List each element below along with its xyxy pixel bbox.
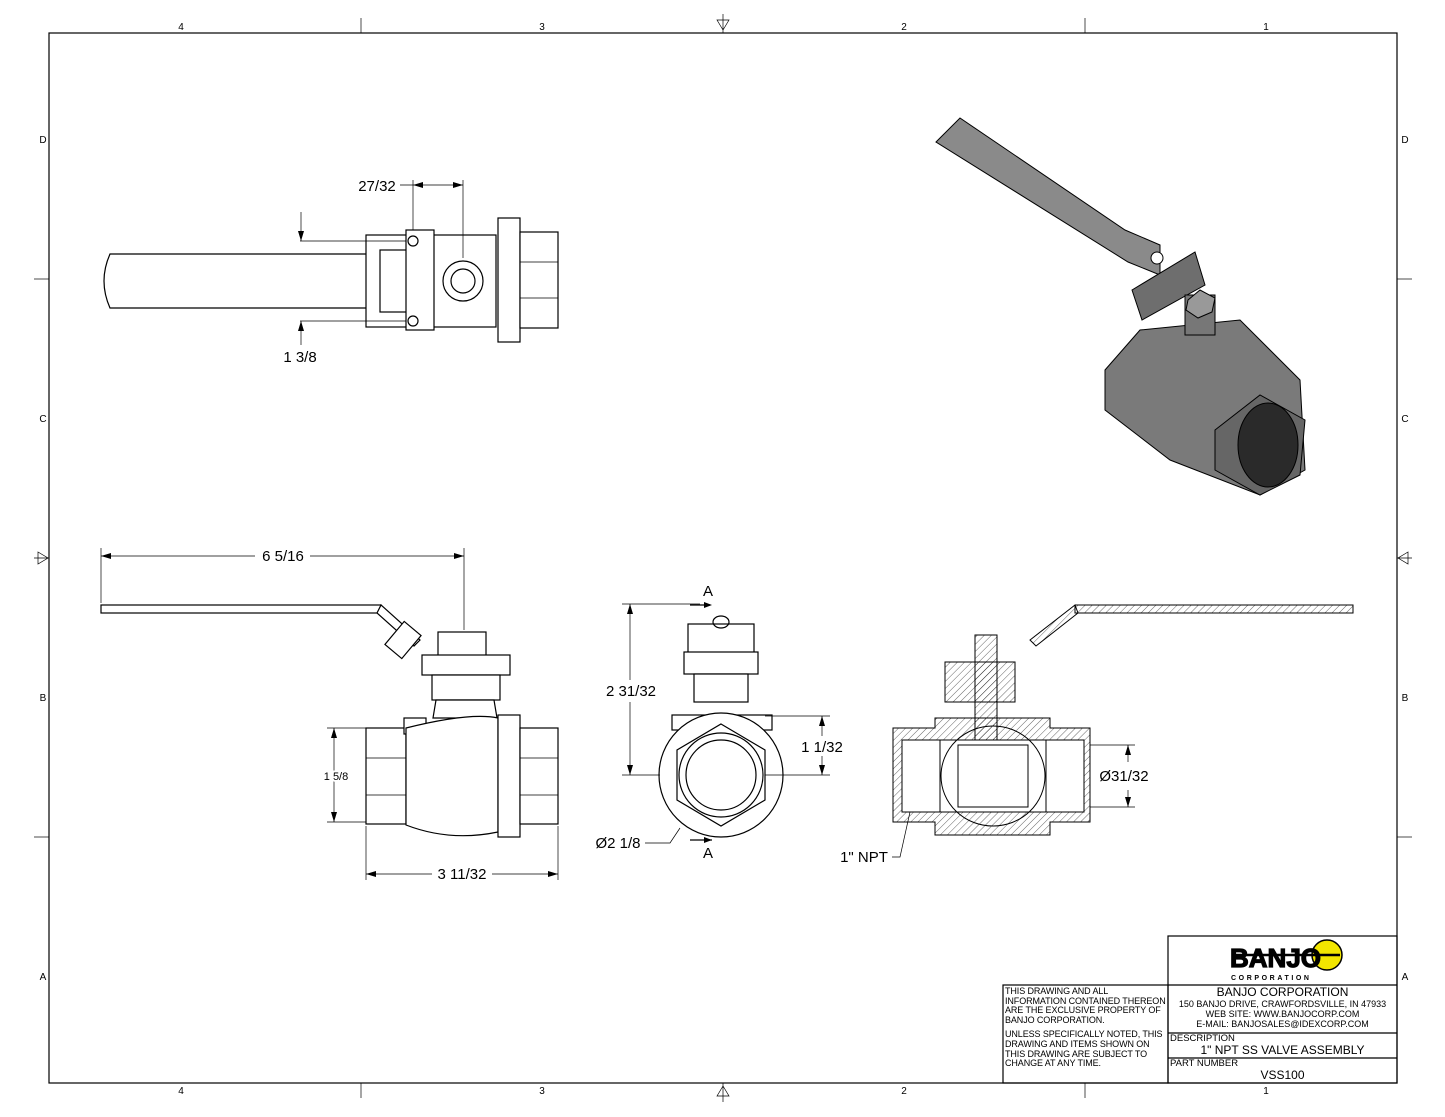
notices: THIS DRAWING AND ALL INFORMATION CONTAIN… <box>1005 986 1167 1069</box>
change-notice: UNLESS SPECIFICALLY NOTED, THIS DRAWING … <box>1005 1029 1163 1069</box>
ownership-notice: THIS DRAWING AND ALL INFORMATION CONTAIN… <box>1005 986 1166 1025</box>
zone-row-label: A <box>40 972 47 983</box>
description-value: 1" NPT SS VALVE ASSEMBLY <box>1200 1043 1365 1057</box>
zone-row-label: D <box>1401 135 1408 146</box>
top-view <box>103 180 559 345</box>
company-info: BANJO CORPORATION 150 BANJO DRIVE, CRAWF… <box>1168 985 1397 1030</box>
section-view <box>892 604 1354 858</box>
logo-text: BANJO <box>1230 943 1321 973</box>
section-label-top: A <box>703 583 713 600</box>
dim-overall-height: 2 31/32 <box>606 683 656 700</box>
thread-callout: 1" NPT <box>840 849 888 866</box>
company-address: 150 BANJO DRIVE, CRAWFORDSVILLE, IN 4793… <box>1178 999 1387 1009</box>
description-block: DESCRIPTION 1" NPT SS VALVE ASSEMBLY <box>1168 1034 1397 1057</box>
sheet-border <box>48 32 1398 1084</box>
dim-end-height: 1 1/32 <box>801 739 843 756</box>
end-view <box>622 602 830 844</box>
dim-body-length: 3 11/32 <box>438 866 487 883</box>
dim-body-height: 1 5/8 <box>324 771 348 783</box>
part-number-value: VSS100 <box>1260 1068 1305 1082</box>
zone-col-label: 1 <box>1263 1086 1269 1097</box>
front-view <box>100 548 559 880</box>
description-label: DESCRIPTION <box>1170 1033 1235 1044</box>
logo-subtext: CORPORATION <box>1231 975 1312 982</box>
zone-col-label: 1 <box>1263 22 1269 33</box>
company-name: BANJO CORPORATION <box>1216 985 1349 999</box>
part-number-label: PART NUMBER <box>1170 1058 1239 1069</box>
zone-col-label: 4 <box>178 22 184 33</box>
zone-col-label: 4 <box>178 1086 184 1097</box>
zone-col-label: 3 <box>539 1086 545 1097</box>
dim-handle-length: 6 5/16 <box>262 548 304 565</box>
zone-row-label: D <box>39 135 46 146</box>
dim-outer-diameter: Ø2 1/8 <box>595 835 640 852</box>
section-label-bottom: A <box>703 845 713 862</box>
zone-labels: 4 3 2 1 4 3 2 1 D C B A D C B A <box>39 22 1408 1097</box>
isometric-view <box>935 117 1306 496</box>
part-number-block: PART NUMBER VSS100 <box>1168 1059 1397 1082</box>
zone-col-label: 2 <box>901 22 907 33</box>
zone-row-label: A <box>1402 972 1409 983</box>
zone-ticks <box>34 14 1412 1102</box>
zone-col-label: 2 <box>901 1086 907 1097</box>
zone-row-label: B <box>1402 693 1409 704</box>
title-block-frame <box>1002 935 1398 1084</box>
company-email: E-MAIL: BANJOSALES@IDEXCORP.COM <box>1196 1019 1369 1029</box>
dim-bore-diameter: Ø31/32 <box>1099 768 1148 785</box>
zone-col-label: 3 <box>539 22 545 33</box>
dim-top-width: 27/32 <box>358 178 396 195</box>
zone-row-label: C <box>39 414 46 425</box>
banjo-logo: BANJO CORPORATION <box>1229 939 1343 982</box>
zone-row-label: B <box>40 693 47 704</box>
dim-top-height: 1 3/8 <box>283 349 316 366</box>
zone-row-label: C <box>1401 414 1408 425</box>
company-website: WEB SITE: WWW.BANJOCORP.COM <box>1205 1009 1360 1019</box>
